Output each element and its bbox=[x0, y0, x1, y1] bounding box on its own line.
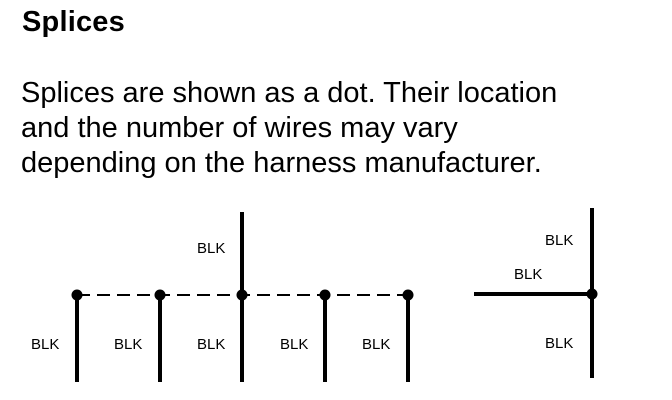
splice-dot bbox=[319, 289, 331, 301]
splice-dot bbox=[402, 289, 414, 301]
splice-dot bbox=[586, 288, 598, 300]
description-line: depending on the harness manufacturer. bbox=[21, 147, 542, 179]
wire-label: BLK bbox=[197, 240, 225, 257]
wire-label: BLK bbox=[545, 335, 573, 352]
wire-label: BLK bbox=[114, 336, 142, 353]
wire-label: BLK bbox=[31, 336, 59, 353]
splice-dot bbox=[236, 289, 248, 301]
description-paragraph: Splices are shown as a dot. Their locati… bbox=[21, 76, 661, 181]
splice-dot bbox=[71, 289, 83, 301]
description-line: and the number of wires may vary bbox=[21, 112, 458, 144]
wire-label: BLK bbox=[514, 266, 542, 283]
wire-label: BLK bbox=[545, 232, 573, 249]
splice-dot bbox=[154, 289, 166, 301]
wire-label: BLK bbox=[362, 336, 390, 353]
right-splice-diagram: BLK BLK BLK bbox=[474, 208, 598, 378]
wire-label: BLK bbox=[280, 336, 308, 353]
wire-label: BLK bbox=[197, 336, 225, 353]
left-splice-diagram: BLK BLK BLK BLK BLK BLK bbox=[31, 212, 414, 382]
section-heading: Splices bbox=[22, 6, 125, 38]
description-line: Splices are shown as a dot. Their locati… bbox=[21, 77, 558, 109]
